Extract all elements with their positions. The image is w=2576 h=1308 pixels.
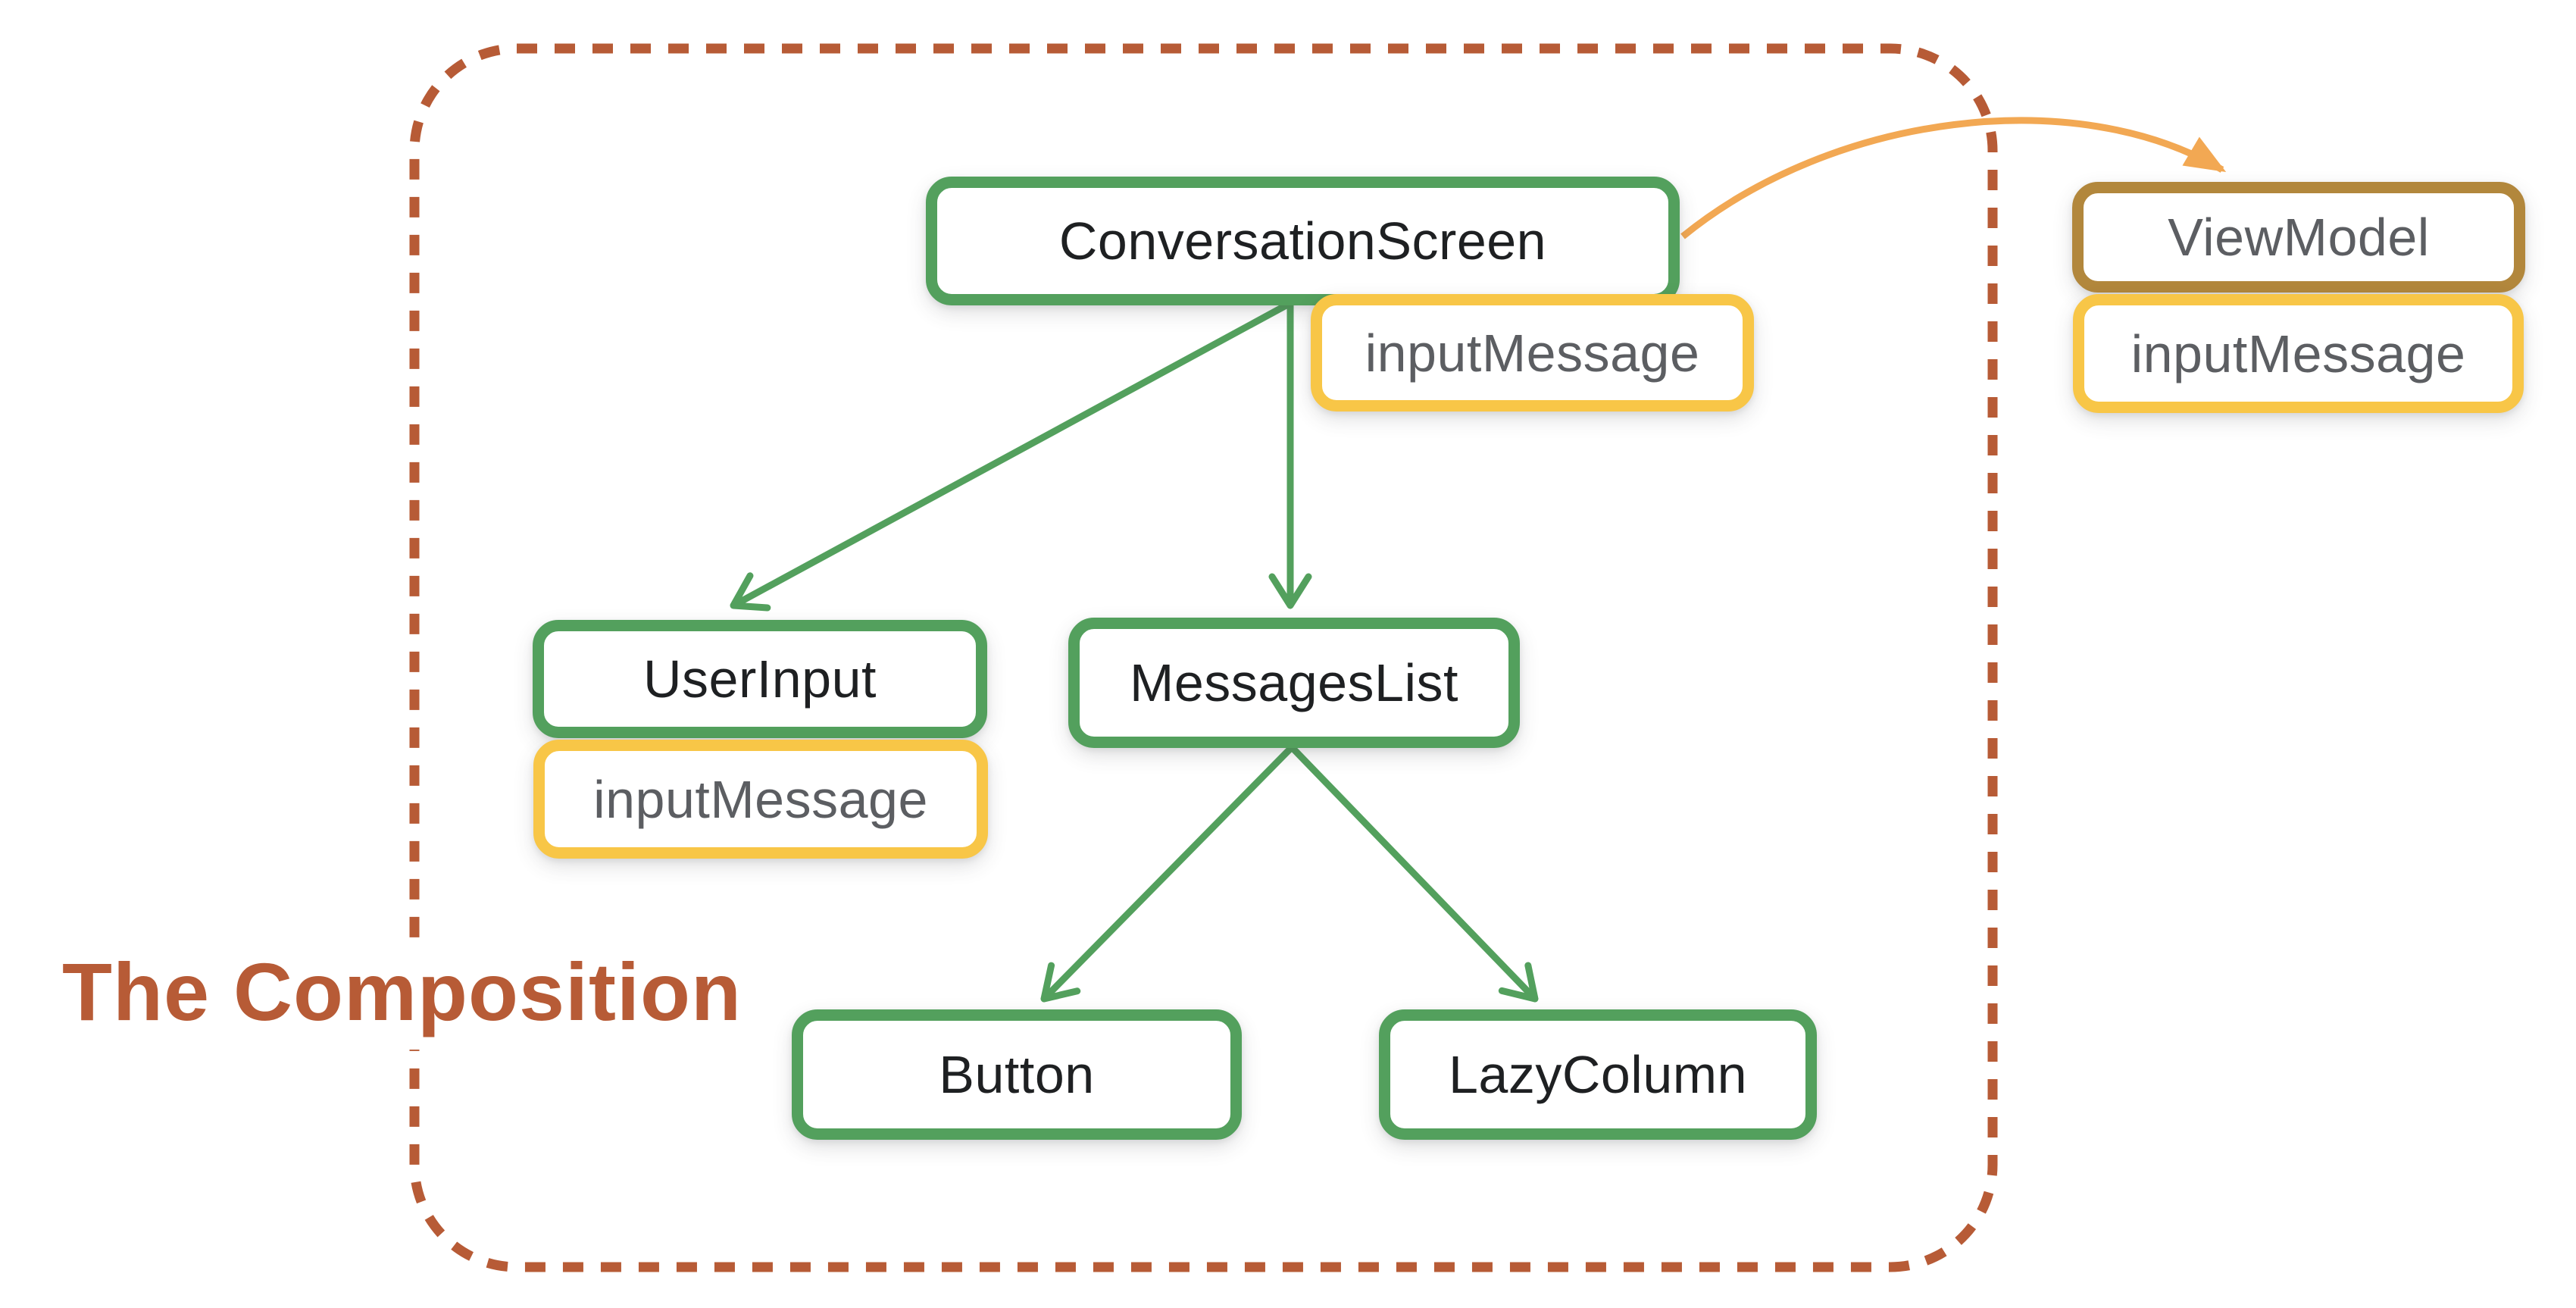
node-lazy-column-label: LazyColumn [1448, 1045, 1748, 1104]
node-state-input-message-viewmodel-label: inputMessage [2131, 324, 2466, 383]
node-user-input: UserInput [533, 620, 987, 738]
node-user-input-label: UserInput [643, 649, 877, 709]
edge-messageslist-to-button [1040, 744, 1295, 1003]
edge-conversation-to-viewmodel [1680, 117, 2227, 239]
node-state-input-message-conversation: inputMessage [1311, 294, 1754, 411]
node-state-input-message-viewmodel: inputMessage [2073, 294, 2524, 413]
node-view-model-label: ViewModel [2168, 208, 2430, 267]
diagram-title: The Composition [59, 938, 761, 1050]
node-view-model: ViewModel [2072, 182, 2525, 293]
node-state-input-message-conversation-label: inputMessage [1365, 323, 1700, 383]
node-conversation-screen: ConversationScreen [926, 177, 1680, 305]
node-conversation-screen-label: ConversationScreen [1058, 211, 1547, 271]
composition-boundary [409, 43, 1998, 1272]
edge-conversation-to-userinput [730, 300, 1293, 612]
node-messages-list-label: MessagesList [1130, 653, 1458, 712]
edge-messageslist-to-lazycolumn [1289, 744, 1539, 1003]
node-messages-list: MessagesList [1068, 618, 1520, 748]
node-button: Button [792, 1009, 1242, 1140]
node-state-input-message-userinput-label: inputMessage [593, 769, 928, 829]
node-button-label: Button [939, 1045, 1095, 1104]
node-lazy-column: LazyColumn [1379, 1009, 1817, 1140]
node-state-input-message-userinput: inputMessage [533, 740, 988, 859]
